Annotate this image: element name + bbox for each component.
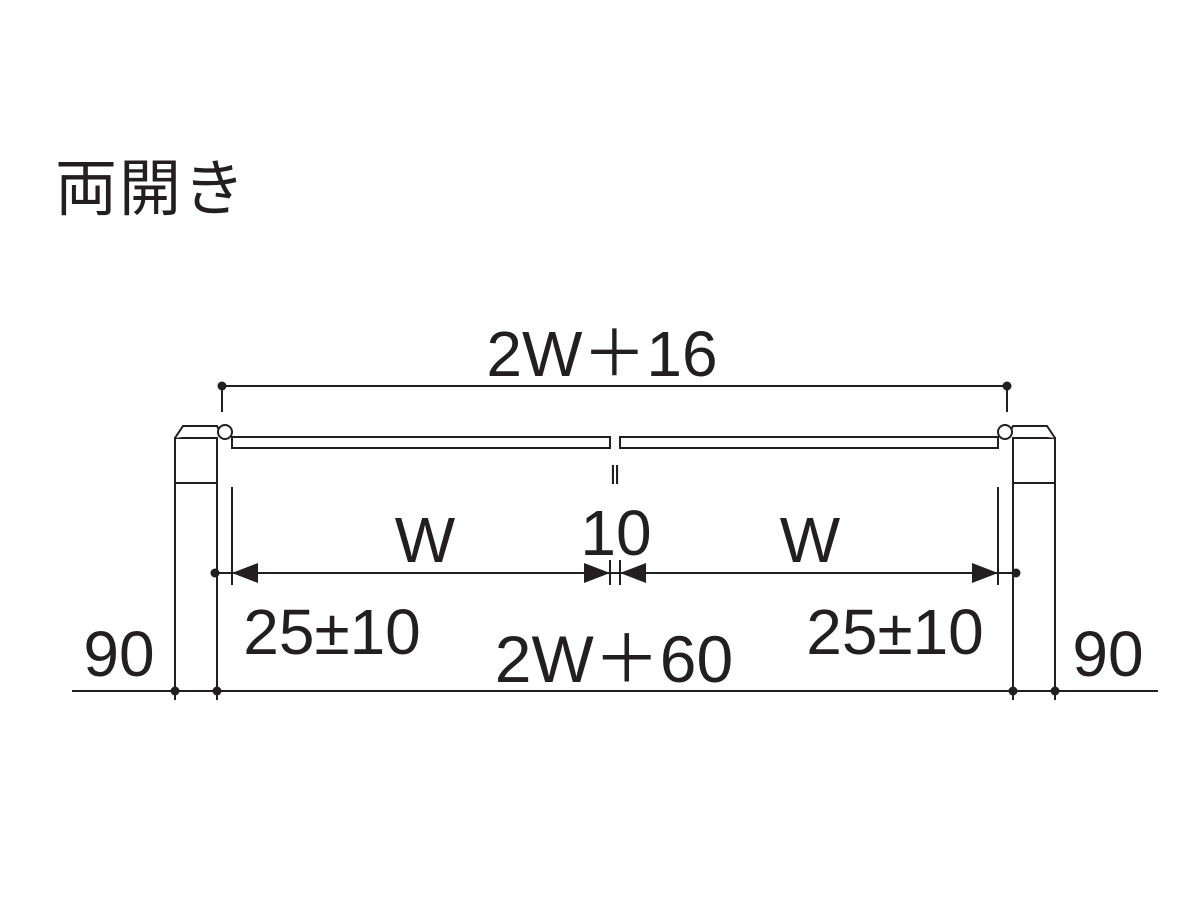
dot-top-right: [1002, 381, 1012, 391]
left-post-cap: [174, 425, 221, 439]
right-post-head: [1012, 437, 1056, 484]
dot-mid-right: [1011, 568, 1021, 578]
dot-ground-2: [212, 686, 222, 696]
arrow-left-leaf-end: [584, 563, 610, 583]
left-clearance-label: 25±10: [243, 596, 421, 668]
dot-top-left: [217, 381, 227, 391]
left-gate-leaf: [231, 436, 611, 449]
arrow-left-leaf-start: [232, 563, 258, 583]
left-post-width-label: 90: [83, 618, 154, 690]
dot-ground-1: [170, 686, 180, 696]
right-leaf-width-label: W: [780, 504, 841, 576]
left-leaf-width-label: W: [395, 504, 456, 576]
right-post-cap: [1009, 425, 1056, 439]
overall-top-label: 2W＋16: [486, 318, 717, 390]
dot-mid-left: [210, 568, 220, 578]
diagram-title: 両開き: [55, 152, 248, 225]
gap-equal-mark: ‖: [610, 460, 621, 490]
gap-label: 10: [580, 497, 651, 569]
arrow-right-leaf-start: [620, 563, 646, 583]
overall-bottom-label: 2W＋60: [495, 622, 733, 696]
dot-ground-3: [1008, 686, 1018, 696]
right-hinge: [997, 424, 1013, 440]
right-post-width-label: 90: [1072, 618, 1143, 690]
right-gate-leaf: [619, 436, 999, 449]
left-post-head: [174, 437, 218, 484]
right-clearance-label: 25±10: [806, 596, 984, 668]
left-hinge: [217, 424, 233, 440]
arrow-right-leaf-end: [972, 563, 998, 583]
dot-ground-4: [1050, 686, 1060, 696]
